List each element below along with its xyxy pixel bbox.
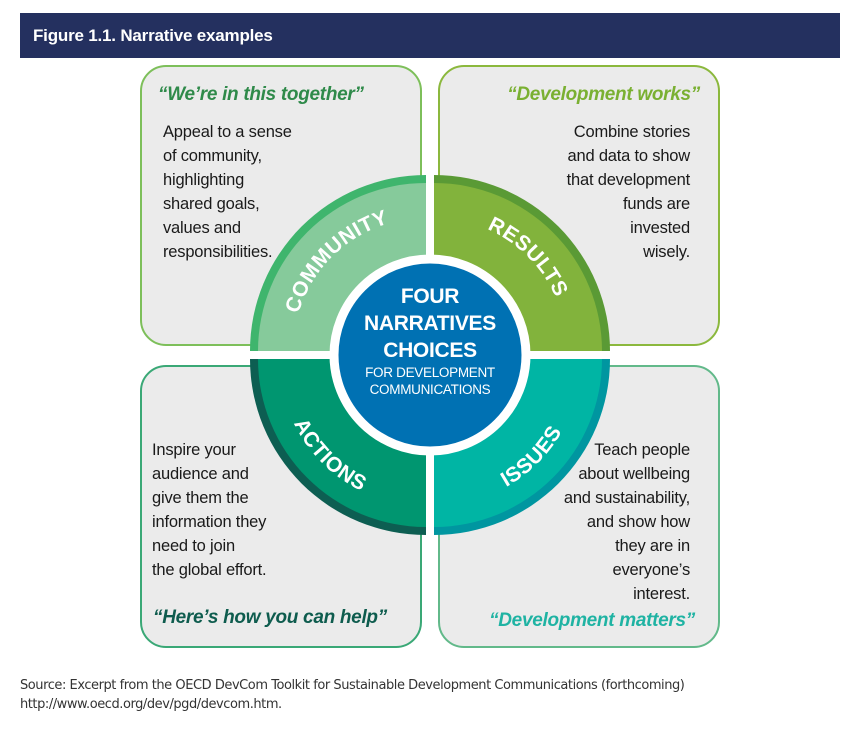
quote-actions: “Here’s how you can help”: [153, 607, 387, 628]
description-issues: Teach people about wellbeing and sustain…: [563, 441, 690, 603]
center-line-2: NARRATIVES: [364, 312, 496, 335]
center-label: FOUR NARRATIVES CHOICES FOR DEVELOPMENT …: [330, 283, 530, 398]
description-results: Combine stories and data to show that de…: [566, 123, 691, 261]
figure-source: Source: Excerpt from the OECD DevCom Too…: [20, 678, 685, 712]
center-sub-1: FOR DEVELOPMENT: [365, 365, 495, 380]
center-sub-2: COMMUNICATIONS: [369, 382, 491, 397]
description-community: Appeal to a sense of community, highligh…: [163, 123, 292, 261]
quote-community: “We’re in this together”: [158, 84, 364, 105]
center-circle: [329, 254, 531, 456]
figure-title: Figure 1.1. Narrative examples: [20, 13, 840, 58]
quote-results: “Development works”: [507, 84, 700, 105]
description-actions: Inspire your audience and give them the …: [152, 441, 267, 579]
center-line-3: CHOICES: [383, 339, 477, 362]
center-line-1: FOUR: [400, 285, 460, 308]
quote-issues: “Development matters”: [489, 610, 695, 631]
